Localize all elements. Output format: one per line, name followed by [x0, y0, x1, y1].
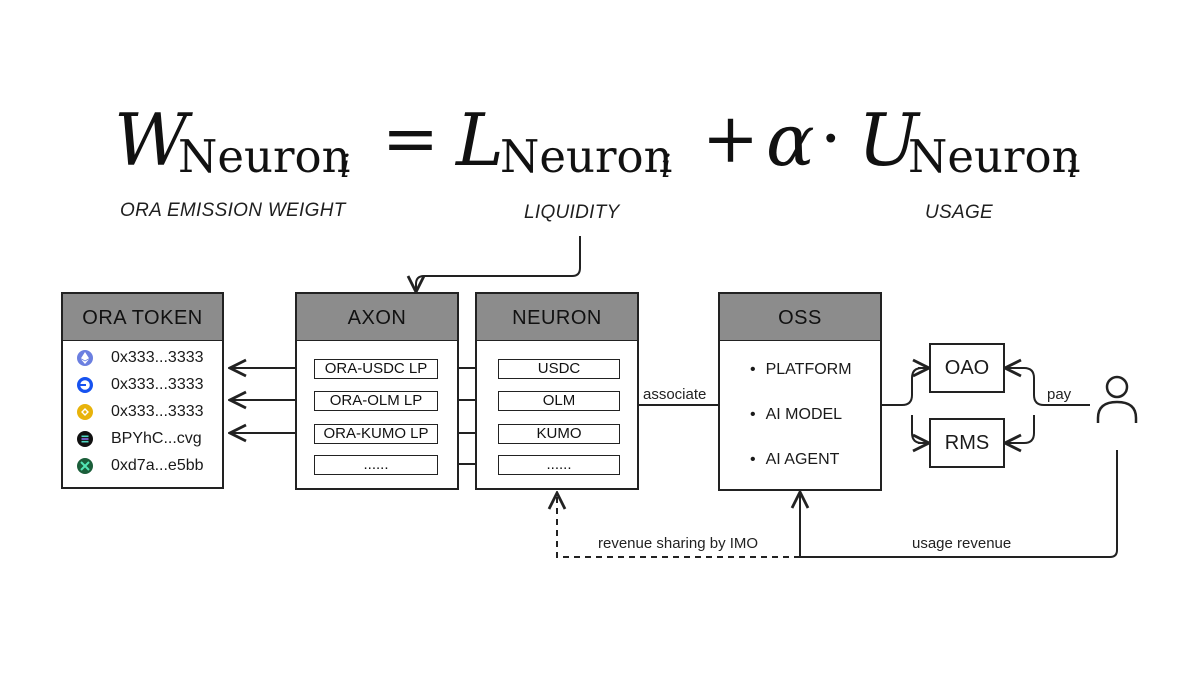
neuron-asset: OLM [498, 391, 620, 411]
pay-branch [1014, 367, 1090, 444]
formula-dot: · [820, 100, 842, 179]
usage-revenue-label: usage revenue [912, 535, 1012, 552]
oss-item: PLATFORM [750, 361, 852, 379]
token-address: 0xd7a...e5bb [111, 457, 204, 474]
token-row: 0x333...3333 [77, 400, 204, 424]
token-row: 0x333...3333 [77, 346, 204, 370]
axon-title: AXON [297, 294, 457, 341]
token-address: 0x333...3333 [111, 376, 204, 393]
formula-plus: + [702, 100, 759, 179]
formula-w: W [114, 98, 189, 182]
token-address: 0x333...3333 [111, 403, 204, 420]
user-icon [1096, 375, 1138, 423]
token-address: BPYhC...cvg [111, 430, 202, 447]
bnb-icon [77, 404, 93, 420]
pay-label: pay [1047, 386, 1072, 403]
liquidity-arrow [416, 236, 581, 292]
solana-icon [77, 431, 93, 447]
formula-l-sub: Neuron [500, 130, 673, 183]
base-icon [77, 377, 93, 393]
formula-u-index: i [1068, 147, 1079, 185]
token-row: BPYhC...cvg [77, 427, 202, 451]
axon-box: AXON ORA-USDC LP ORA-OLM LP ORA-KUMO LP … [295, 292, 459, 490]
neuron-box: NEURON USDC OLM KUMO ...... [475, 292, 639, 490]
oss-item: AI AGENT [750, 451, 840, 469]
usage-revenue-line [800, 450, 1118, 558]
emission-formula: W Neuron i = L Neuron i + α · U Neuron i [0, 92, 1200, 192]
rms-box: RMS [929, 418, 1005, 468]
token-row: 0xd7a...e5bb [77, 454, 204, 478]
formula-w-index: i [340, 147, 351, 185]
axon-pool: ORA-KUMO LP [314, 424, 438, 444]
ora-token-box: ORA TOKEN 0x333...3333 0x333...3333 0x33… [61, 292, 224, 489]
formula-u-sub: Neuron [908, 130, 1081, 183]
revenue-sharing-line [557, 493, 800, 558]
caption-emission-weight: ORA EMISSION WEIGHT [120, 200, 346, 221]
formula-equals: = [382, 100, 439, 179]
token-row: 0x333...3333 [77, 373, 204, 397]
caption-liquidity: LIQUIDITY [524, 202, 620, 223]
oss-item: AI MODEL [750, 406, 842, 424]
formula-l-index: i [661, 147, 672, 185]
formula-l: L [456, 98, 504, 182]
axon-pool: ...... [314, 455, 438, 475]
arbitrum-icon [77, 458, 93, 474]
ethereum-icon [77, 350, 93, 366]
oao-box: OAO [929, 343, 1005, 393]
token-address: 0x333...3333 [111, 349, 204, 366]
oss-title: OSS [720, 294, 880, 341]
oss-box: OSS PLATFORM AI MODEL AI AGENT [718, 292, 882, 491]
revenue-sharing-label: revenue sharing by IMO [598, 535, 759, 552]
oss-branch [881, 367, 928, 444]
associate-label: associate [643, 386, 707, 403]
axon-pool: ORA-USDC LP [314, 359, 438, 379]
formula-w-sub: Neuron [178, 130, 351, 183]
neuron-asset: USDC [498, 359, 620, 379]
axon-pool: ORA-OLM LP [314, 391, 438, 411]
caption-usage: USAGE [925, 202, 994, 223]
formula-alpha: α [766, 98, 815, 182]
formula-u: U [858, 98, 919, 182]
ora-token-title: ORA TOKEN [63, 294, 222, 341]
neuron-asset: ...... [498, 455, 620, 475]
neuron-asset: KUMO [498, 424, 620, 444]
neuron-title: NEURON [477, 294, 637, 341]
